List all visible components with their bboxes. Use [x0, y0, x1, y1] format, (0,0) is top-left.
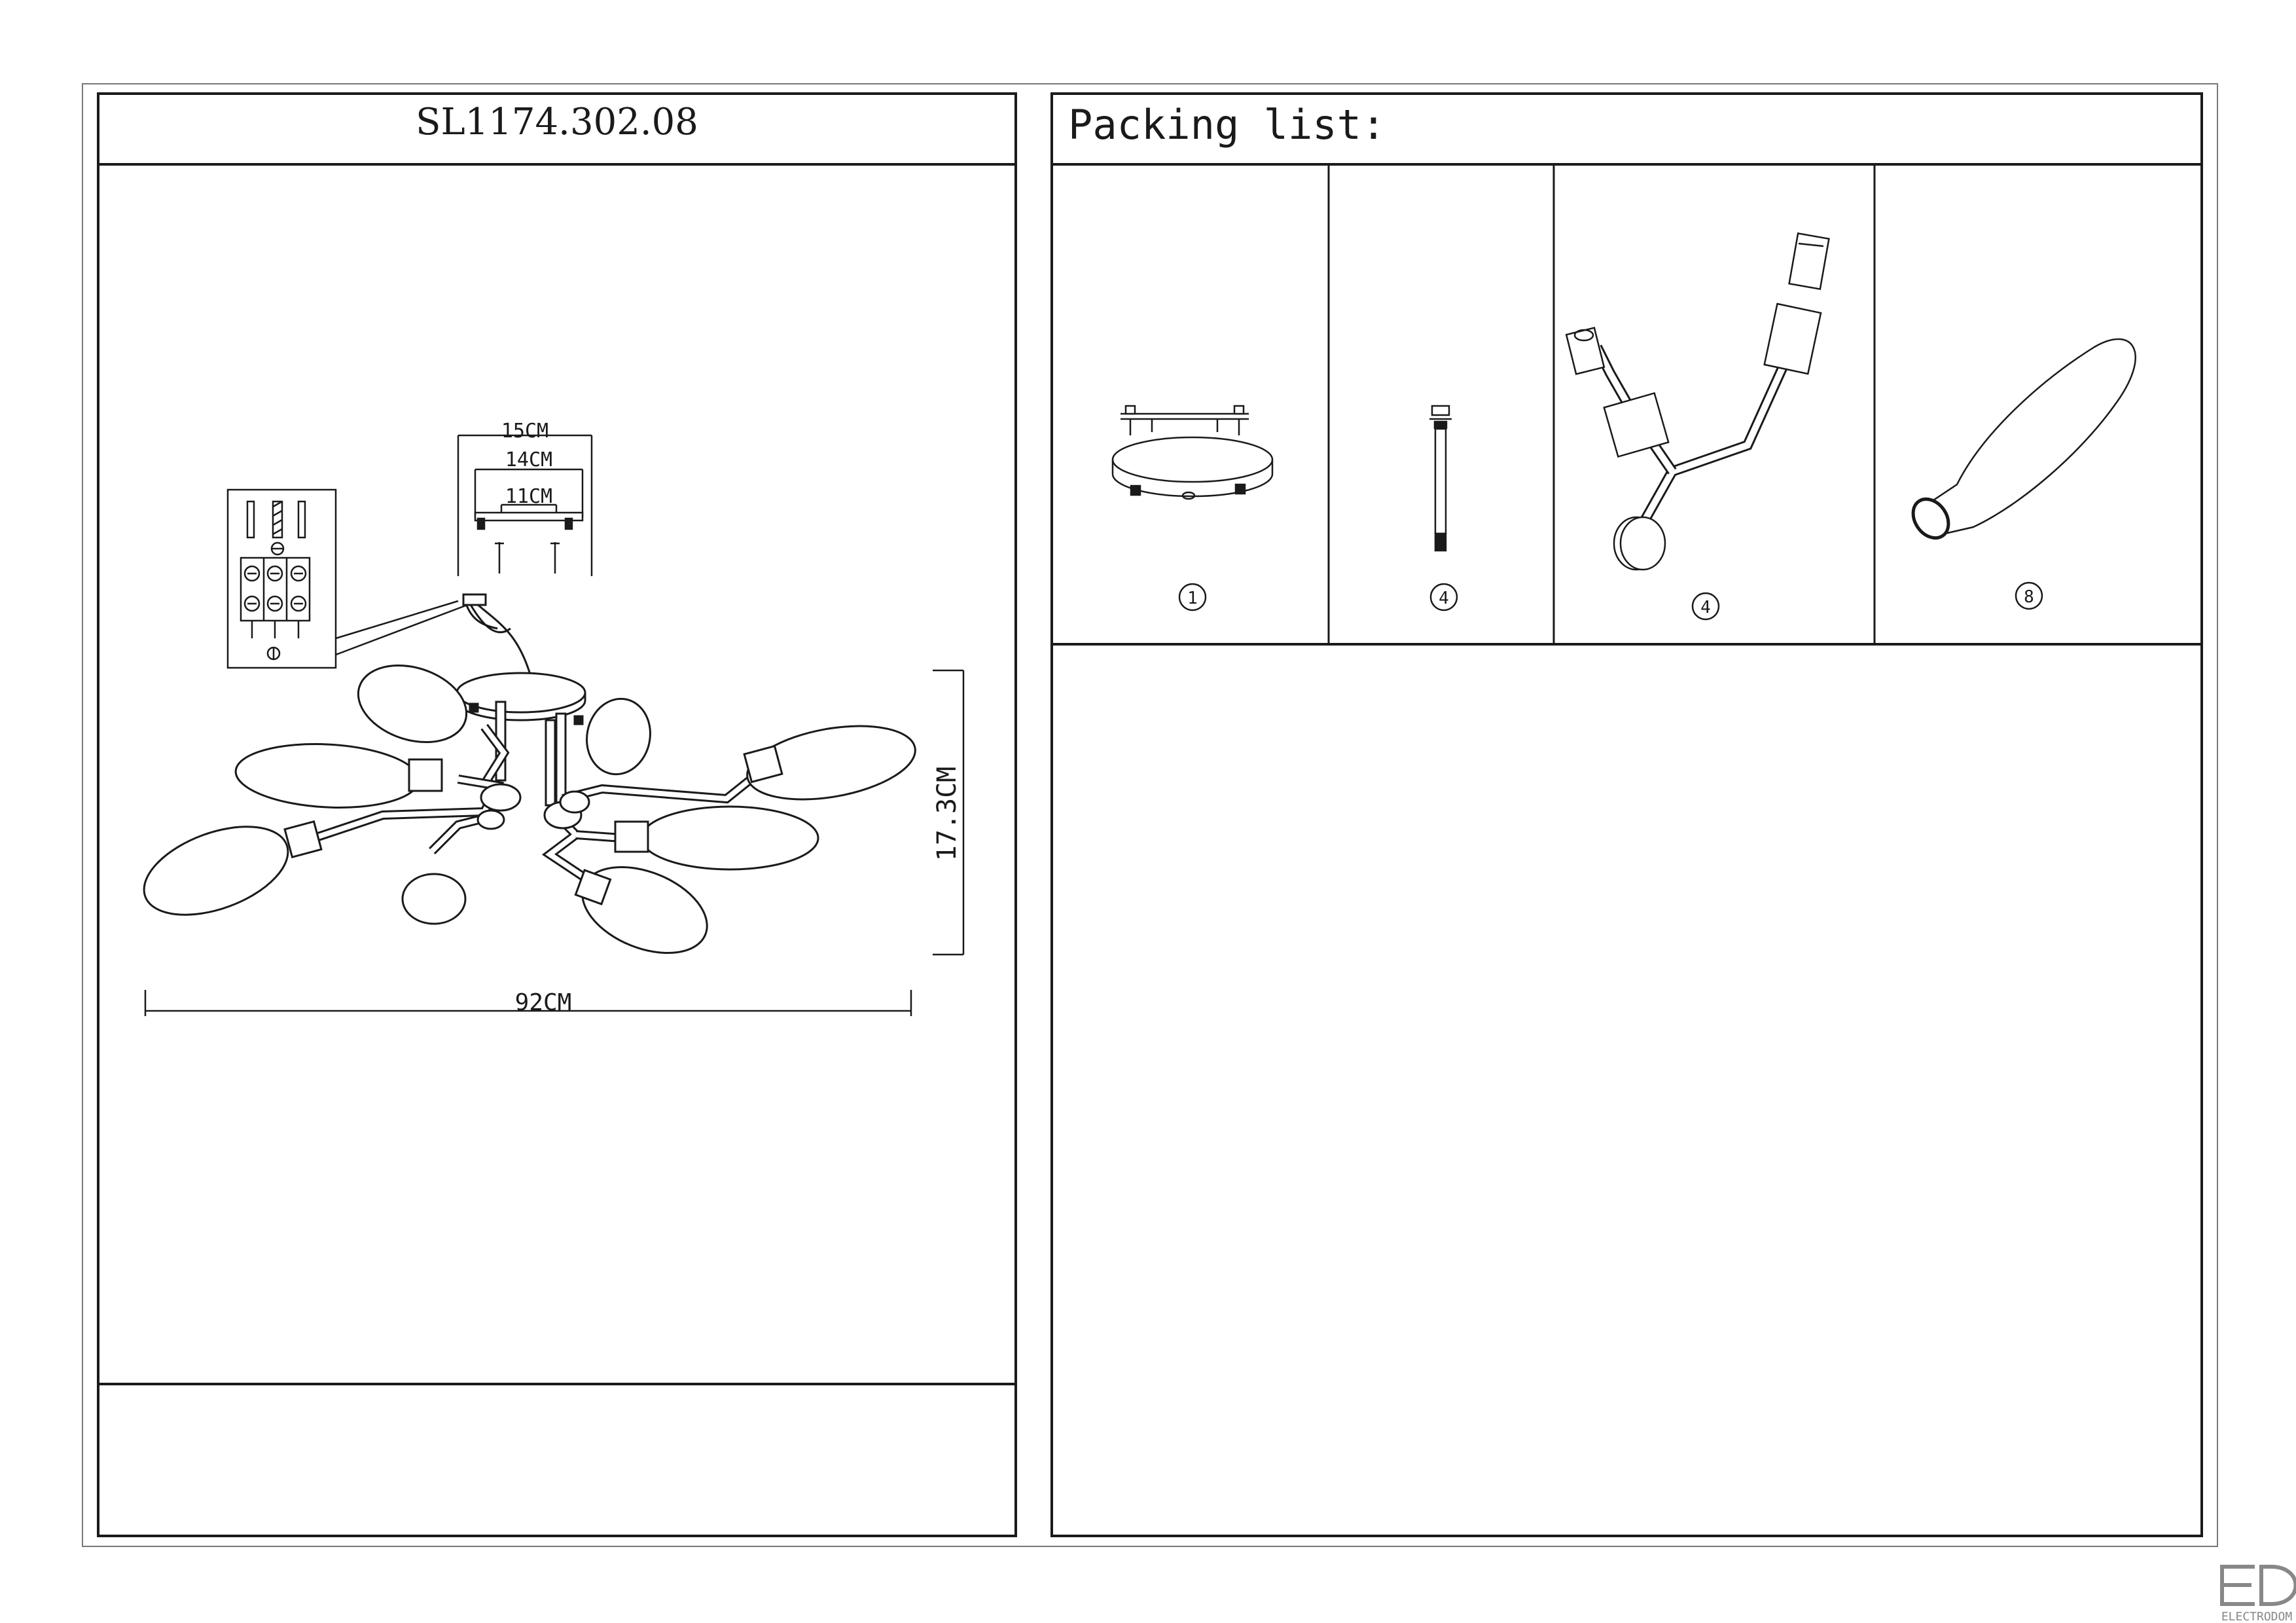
packing-list-title: Packing list: — [1068, 101, 1386, 149]
qty-glass-shade: 8 — [2024, 587, 2034, 607]
height-dimension: 17.3CM — [932, 767, 962, 862]
qty-circle-1 — [1178, 583, 1207, 611]
logo-text: ELECTRODOM — [2221, 1610, 2293, 1623]
mounting-bracket-diagram — [457, 434, 593, 576]
qty-arm: 4 — [1700, 598, 1711, 617]
left-panel — [97, 92, 1017, 1537]
outer-frame — [82, 83, 2218, 1547]
model-title: SL1174.302.08 — [416, 101, 698, 143]
wiring-terminal-diagram — [226, 488, 468, 669]
height-dimension-line — [933, 669, 965, 956]
packing-item-glass-shade — [1911, 338, 2136, 540]
packing-item-rod — [1429, 405, 1452, 552]
packing-item-arm — [1565, 232, 1830, 571]
bracket-outer-dimension: 15CM — [501, 420, 548, 443]
bracket-inner-dimension: 11CM — [505, 485, 552, 508]
width-dimension-line — [144, 990, 912, 1016]
chandelier-drawing — [143, 593, 916, 955]
qty-rod: 4 — [1439, 589, 1449, 608]
width-dimension: 92CM — [515, 989, 572, 1016]
qty-canopy-plate: 1 — [1187, 589, 1198, 608]
right-panel — [1050, 92, 2203, 1537]
packing-item-canopy-plate — [1111, 405, 1274, 500]
qty-circle-3 — [1691, 592, 1720, 621]
qty-circle-4 — [2015, 581, 2043, 610]
qty-circle-2 — [1429, 583, 1458, 611]
bracket-mid-dimension: 14CM — [505, 448, 552, 471]
electrodom-logo — [2220, 1565, 2296, 1606]
